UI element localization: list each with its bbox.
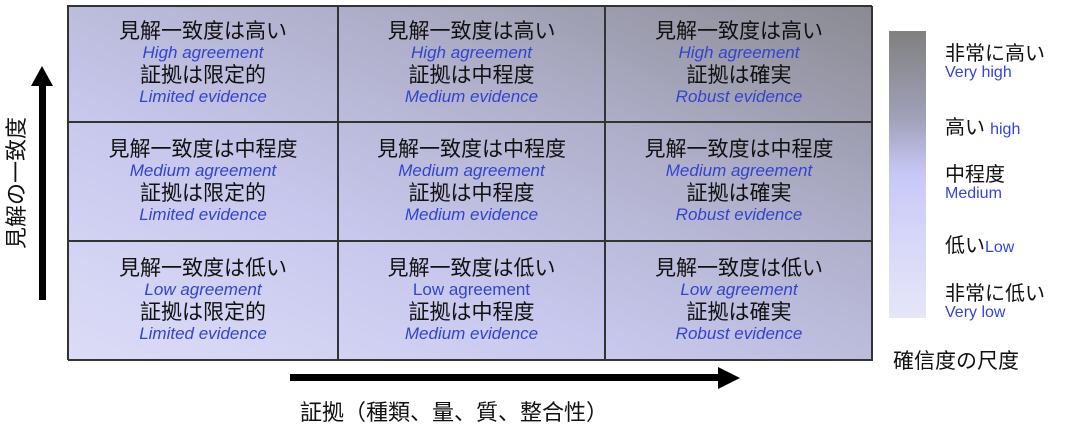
evidence-jp: 証拠は中程度 — [408, 300, 535, 324]
x-axis-label: 証拠（種類、量、質、整合性） — [300, 401, 609, 426]
evidence-jp: 証拠は確実 — [686, 63, 792, 87]
evidence-en: Robust evidence — [675, 324, 803, 344]
legend-jp: 非常に低い — [945, 281, 1045, 305]
agreement-jp: 見解一致度は高い — [655, 19, 823, 44]
legend-high: 高い high — [945, 116, 1020, 139]
agreement-jp: 見解一致度は低い — [119, 256, 287, 281]
agreement-en: High agreement — [678, 43, 800, 63]
evidence-jp: 証拠は確実 — [686, 300, 792, 324]
legend-title: 確信度の尺度 — [893, 349, 1019, 373]
evidence-en: Limited evidence — [139, 87, 267, 107]
evidence-jp: 証拠は中程度 — [408, 63, 535, 87]
agreement-en: Low agreement — [412, 280, 531, 300]
confidence-gradient-bar — [889, 31, 926, 318]
agreement-en: Medium agreement — [129, 160, 277, 180]
agreement-en: Low agreement — [144, 280, 262, 300]
agreement-jp: 見解一致度は中程度 — [644, 136, 834, 161]
legend-en: high — [990, 121, 1021, 138]
evidence-jp: 証拠は限定的 — [140, 300, 266, 324]
agreement-en: High agreement — [142, 43, 264, 63]
evidence-en: Robust evidence — [675, 87, 803, 107]
evidence-jp: 証拠は確実 — [686, 180, 792, 205]
x-axis-arrow-shaft — [290, 374, 720, 381]
legend-en: Low — [985, 239, 1015, 256]
legend-jp: 非常に高い — [945, 41, 1045, 65]
evidence-en: Medium evidence — [404, 324, 539, 344]
agreement-en: High agreement — [411, 43, 532, 63]
evidence-jp: 証拠は限定的 — [140, 180, 266, 205]
evidence-en: Medium evidence — [404, 87, 539, 107]
agreement-en: Medium agreement — [398, 160, 545, 180]
legend-low: 低いLow — [945, 234, 1014, 257]
agreement-jp: 見解一致度は低い — [655, 256, 823, 281]
legend-en: Very low — [945, 304, 1006, 321]
evidence-jp: 証拠は限定的 — [140, 63, 266, 87]
agreement-en: Low agreement — [680, 280, 798, 300]
evidence-en: Limited evidence — [139, 204, 267, 224]
agreement-jp: 見解一致度は中程度 — [108, 136, 298, 161]
legend-jp: 中程度 — [945, 162, 1005, 186]
evidence-en: Limited evidence — [139, 324, 267, 344]
evidence-en: Medium evidence — [404, 204, 539, 224]
legend-en: Medium — [945, 185, 1002, 202]
legend-en: Very high — [945, 64, 1012, 81]
agreement-en: Medium agreement — [665, 160, 813, 180]
evidence-en: Robust evidence — [675, 204, 803, 224]
legend-jp: 高い — [945, 115, 985, 139]
evidence-jp: 証拠は中程度 — [408, 180, 535, 205]
x-axis-arrowhead-icon — [718, 367, 740, 389]
y-axis-arrowhead-icon — [31, 66, 53, 86]
agreement-jp: 見解一致度は高い — [119, 19, 287, 44]
y-axis-label: 見解の一致度 — [5, 117, 30, 250]
agreement-jp: 見解一致度は中程度 — [377, 136, 566, 161]
y-axis-arrow-shaft — [39, 82, 46, 300]
agreement-jp: 見解一致度は低い — [387, 256, 556, 281]
agreement-jp: 見解一致度は高い — [387, 19, 556, 44]
legend-jp: 低い — [945, 233, 985, 257]
